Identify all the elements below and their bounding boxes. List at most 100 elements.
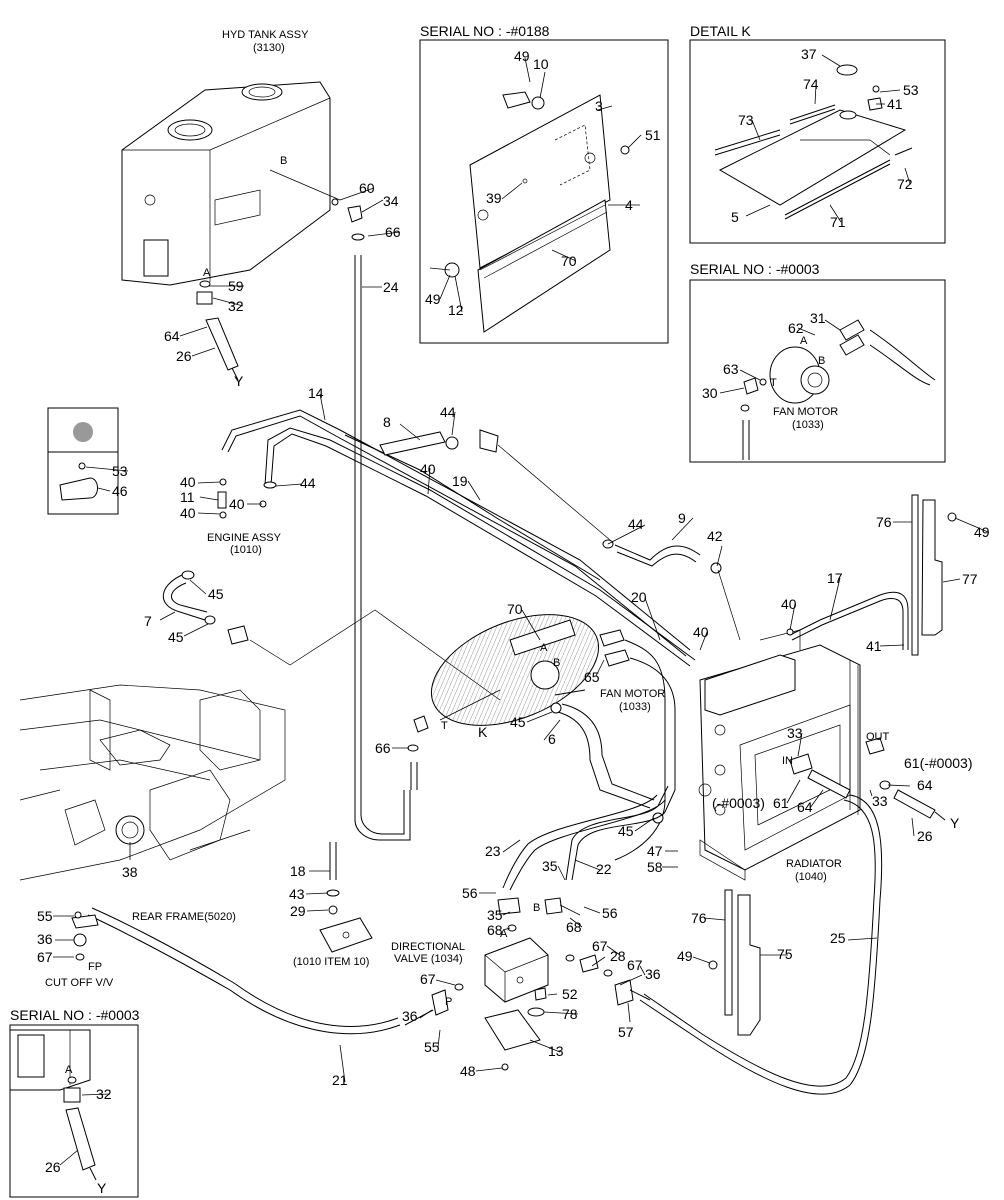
callout-65: 65 <box>584 669 600 685</box>
callout-67-b: 67 <box>420 971 436 987</box>
tank-port-b: B <box>280 155 287 167</box>
fan-detail-port-t: T <box>770 377 777 389</box>
leader-line <box>569 917 583 928</box>
leader-line <box>191 347 216 357</box>
leader-line <box>595 659 605 677</box>
fan-motor-k: K <box>478 724 488 740</box>
leader-line <box>671 517 694 541</box>
fan-motor-title: FAN MOTOR <box>600 688 665 700</box>
hyd-tank <box>121 81 331 286</box>
leader-line <box>557 865 566 881</box>
hose-26-right <box>879 780 946 821</box>
callout-40-d: 40 <box>420 461 436 477</box>
callout-75: 75 <box>777 946 793 962</box>
leader-line <box>526 711 553 723</box>
leader-line <box>789 603 796 631</box>
leader-line <box>692 956 711 964</box>
leader-line <box>634 817 655 832</box>
radiator-in: IN <box>782 755 793 767</box>
leader-line <box>454 275 463 313</box>
leader-line <box>339 1044 346 1083</box>
leader-line <box>502 927 511 931</box>
detail-k-title: DETAIL K <box>690 23 751 39</box>
callout-26-tank: 26 <box>176 348 192 364</box>
callout-5: 5 <box>731 209 739 225</box>
callout-76-b: 76 <box>691 910 707 926</box>
callout-61: 61 <box>773 795 789 811</box>
leader-line <box>887 784 911 787</box>
leader-line <box>212 297 244 307</box>
shroud-76-77 <box>708 494 957 1036</box>
leader-line <box>739 369 761 381</box>
callout-33: 33 <box>787 725 803 741</box>
leader-line <box>543 1011 579 1015</box>
callout-46: 46 <box>112 483 128 499</box>
cutoff-title: CUT OFF V/V <box>45 977 114 989</box>
callout-68: 68 <box>487 922 503 938</box>
callout-41: 41 <box>887 96 903 112</box>
clamp-detail <box>59 422 98 501</box>
callout-55: 55 <box>37 908 53 924</box>
callout-28: 28 <box>610 948 626 964</box>
callout-40-f: 40 <box>781 596 797 612</box>
callout-45-d: 45 <box>618 823 634 839</box>
flow-y-radiator: Y <box>950 815 960 831</box>
callout-36-c: 36 <box>645 966 661 982</box>
callout-53: 53 <box>903 82 919 98</box>
leader-line <box>521 609 541 641</box>
fan-motor-port-a: A <box>540 642 548 654</box>
leader-line <box>419 1009 433 1019</box>
callout-71: 71 <box>830 214 846 230</box>
callout-23: 23 <box>485 843 501 859</box>
callout-32-detail: 32 <box>96 1086 112 1102</box>
leader-line <box>751 119 761 141</box>
callout-19: 19 <box>452 473 468 489</box>
hose-22 <box>565 785 676 881</box>
callout-36: 36 <box>37 931 53 947</box>
callout-55-b: 55 <box>424 1039 440 1055</box>
fan-detail-code: (1033) <box>792 419 824 431</box>
serial-0003-fan-box <box>689 279 946 463</box>
callout-67-c: 67 <box>592 938 608 954</box>
callout-40-c: 40 <box>229 496 245 512</box>
leader-line <box>467 480 481 501</box>
callout-45-a: 45 <box>208 586 224 602</box>
callout-13: 13 <box>548 1043 564 1059</box>
engine-item-10 <box>319 842 373 953</box>
leader-line <box>439 274 451 300</box>
leader-line <box>591 956 606 967</box>
part-callouts: 3 4 5 6 7 8 9 10 11 12 13 14 17 18 19 20… <box>37 46 990 1175</box>
radiator-title: RADIATOR <box>786 858 842 870</box>
leader-line <box>829 577 841 621</box>
callout-3: 3 <box>595 98 603 114</box>
leader-line <box>159 611 176 621</box>
callout-40-a: 40 <box>180 474 196 490</box>
callout-62: 62 <box>788 320 804 336</box>
leader-line <box>183 623 209 637</box>
leader-line <box>716 545 723 567</box>
callout-11: 11 <box>180 489 195 505</box>
leader-line <box>607 524 646 545</box>
engine-fan-link <box>227 609 501 701</box>
leader-line <box>189 579 207 595</box>
fan-motor-port-b: B <box>553 657 560 669</box>
fan-motor <box>430 614 676 861</box>
valve-title-2: VALVE (1034) <box>394 953 463 965</box>
callout-52: 52 <box>562 986 578 1002</box>
callout-21: 21 <box>332 1072 348 1088</box>
callout-10: 10 <box>533 56 549 72</box>
callout-70-b: 70 <box>507 601 523 617</box>
callout-70: 70 <box>561 253 577 269</box>
callout-26-detail: 26 <box>45 1159 61 1175</box>
callout-49-d: 49 <box>677 948 693 964</box>
detail-k-cover <box>714 64 913 220</box>
engine-item-10-title: (1010 ITEM 10) <box>293 956 369 968</box>
leader-line <box>786 779 801 804</box>
callout-48: 48 <box>460 1063 476 1079</box>
leader-line <box>475 1067 503 1072</box>
callout-77: 77 <box>962 571 978 587</box>
leader-line <box>524 57 531 83</box>
leader-line <box>797 327 816 336</box>
tank-fittings <box>196 169 365 381</box>
leader-lines <box>53 54 989 1166</box>
